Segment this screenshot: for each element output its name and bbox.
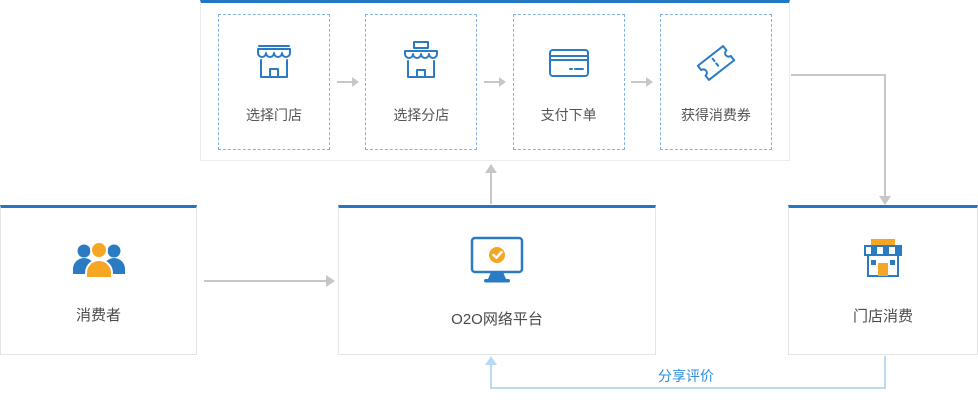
credit-card-icon: [545, 39, 593, 92]
platform-node: O2O网络平台: [338, 205, 656, 355]
flow-to-store-line-vertical: [884, 74, 886, 196]
arrow-right-icon: [480, 76, 510, 88]
branch-store-icon: [397, 39, 445, 92]
feedback-arrowhead: [485, 356, 497, 365]
step-select-store: 选择门店: [218, 13, 330, 150]
feedback-label: 分享评价: [652, 366, 720, 386]
coupon-icon: [692, 39, 740, 92]
consumer-to-platform-line: [204, 280, 326, 282]
store-label: 门店消费: [852, 307, 913, 325]
step-label: 支付下单: [540, 106, 597, 123]
store-icon: [250, 39, 298, 92]
step-label: 选择门店: [246, 106, 302, 123]
platform-to-flow-arrowhead: [485, 164, 497, 173]
step-pay-order: 支付下单: [512, 13, 625, 150]
feedback-line-down: [884, 356, 886, 389]
consumer-node: 消费者: [0, 205, 197, 355]
arrow-right-icon: [333, 76, 363, 88]
store-node: 门店消费: [788, 205, 978, 355]
step-get-coupon: 获得消费券: [659, 13, 772, 150]
consumer-label: 消费者: [75, 306, 121, 324]
flow-to-store-arrowhead: [879, 196, 891, 205]
platform-label: O2O网络平台: [451, 310, 543, 328]
step-label: 选择分店: [393, 106, 450, 123]
flow-to-store-line-horizontal: [791, 74, 886, 76]
monitor-check-icon: [467, 234, 527, 291]
top-flow-panel: 选择门店 选择分店: [200, 0, 790, 161]
step-label: 获得消费券: [680, 106, 751, 123]
platform-to-flow-line: [490, 173, 492, 204]
feedback-line-horizontal: [491, 387, 886, 389]
step-select-branch: 选择分店: [365, 13, 478, 150]
consumer-to-platform-arrowhead: [326, 275, 335, 287]
storefront-icon: [857, 237, 909, 288]
consumer-group-icon: [69, 238, 129, 287]
feedback-line-up: [490, 365, 492, 389]
arrow-right-icon: [627, 76, 657, 88]
